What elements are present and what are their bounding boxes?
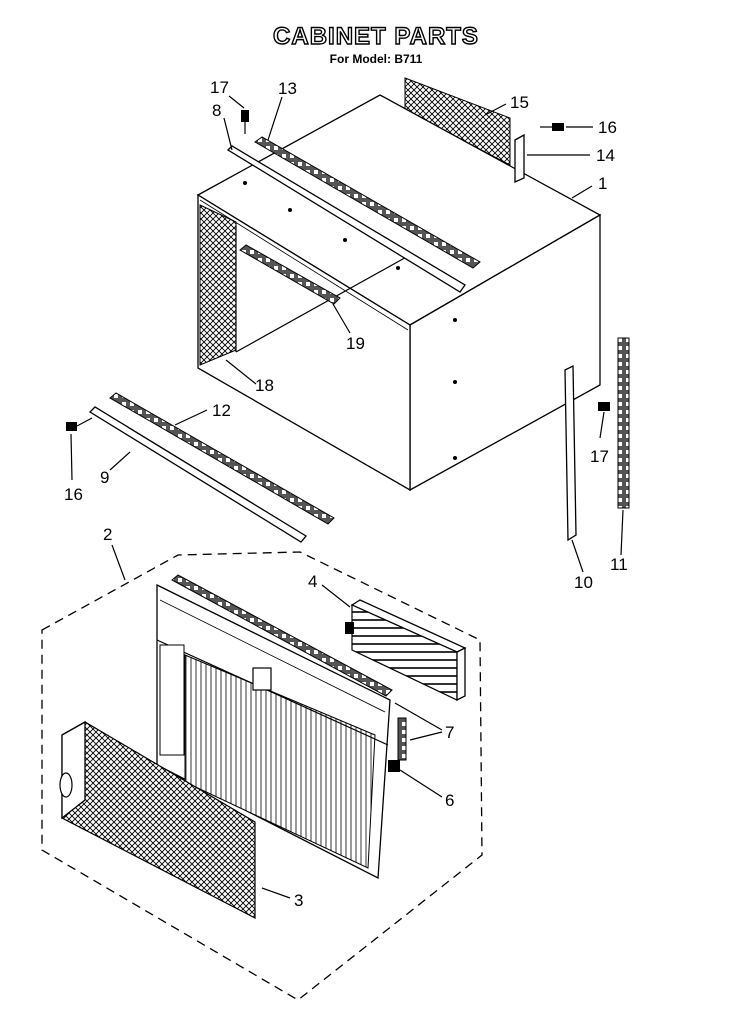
callout-17-top: 17 xyxy=(210,78,229,97)
callout-6: 6 xyxy=(445,791,454,810)
panel-clip xyxy=(388,760,400,772)
callout-1: 1 xyxy=(598,174,607,193)
callout-11: 11 xyxy=(610,555,628,574)
callout-15: 15 xyxy=(510,93,529,112)
rear-mesh-panel xyxy=(404,77,511,166)
top-rail xyxy=(226,145,466,293)
callout-17-side: 17 xyxy=(590,447,609,466)
screw-17-top xyxy=(241,110,249,134)
louver-grille xyxy=(345,599,467,702)
lower-gasket-strip xyxy=(109,392,335,525)
side-mesh-grille xyxy=(199,204,237,366)
screw-16-left xyxy=(66,417,93,431)
callout-9: 9 xyxy=(100,468,109,487)
cabinet-wrapper xyxy=(196,94,602,492)
leader-lines xyxy=(70,95,624,899)
air-filter xyxy=(59,720,256,919)
callout-8: 8 xyxy=(212,101,221,120)
page-title: CABINET PARTS xyxy=(273,23,479,50)
side-vertical-rail xyxy=(564,364,577,542)
callout-18: 18 xyxy=(255,376,274,395)
small-gasket-pieces xyxy=(397,717,407,761)
callout-7: 7 xyxy=(445,723,454,742)
callout-2: 2 xyxy=(103,525,112,544)
callout-16-top: 16 xyxy=(598,118,617,137)
model-subtitle: For Model: B711 xyxy=(330,52,423,66)
rear-channel xyxy=(514,133,525,184)
front-panel-frame xyxy=(156,574,393,880)
callout-12: 12 xyxy=(212,401,231,420)
callout-10: 10 xyxy=(574,573,593,592)
callout-13: 13 xyxy=(278,79,297,98)
screw-17-side xyxy=(598,402,610,411)
front-panel-assembly-boundary xyxy=(41,551,483,1001)
callout-4: 4 xyxy=(308,572,317,591)
inner-gasket-strip xyxy=(239,244,341,305)
callout-14: 14 xyxy=(596,146,615,165)
callout-16-left: 16 xyxy=(64,485,83,504)
callout-19: 19 xyxy=(346,334,365,353)
screw-16-top xyxy=(540,123,564,131)
lower-rail xyxy=(88,406,307,543)
callout-labels: 17 13 8 15 16 14 1 19 18 12 17 9 16 11 1… xyxy=(64,78,628,910)
side-gasket-strip xyxy=(617,337,630,509)
top-gasket-strip xyxy=(254,136,481,269)
callout-3: 3 xyxy=(294,891,303,910)
